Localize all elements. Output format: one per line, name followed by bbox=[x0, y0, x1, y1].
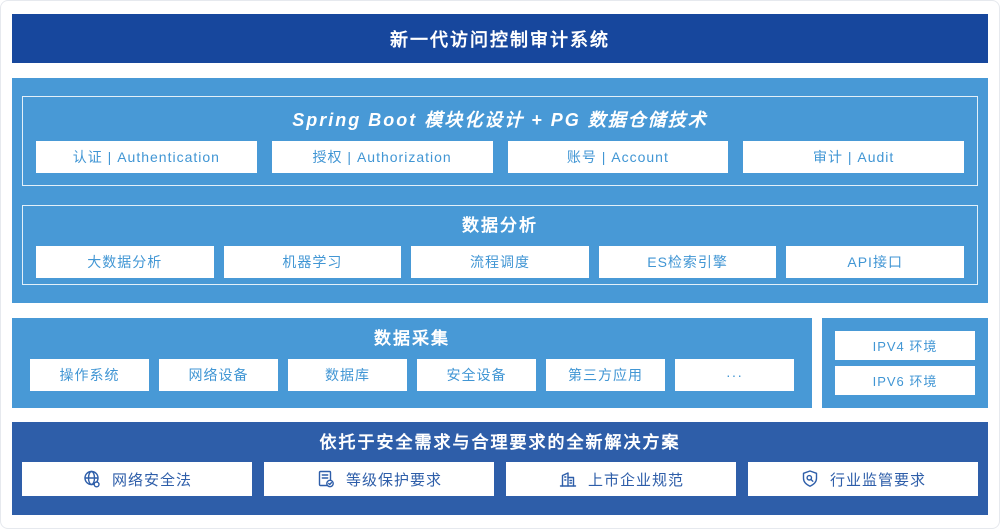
module-account: 账号 | Account bbox=[507, 141, 729, 173]
data-analysis-group: 数据分析 大数据分析 机器学习 流程调度 ES检索引擎 API接口 bbox=[22, 205, 978, 285]
building-icon bbox=[558, 469, 578, 489]
collection-module-row: 操作系统 网络设备 数据库 安全设备 第三方应用 ··· bbox=[30, 359, 794, 391]
ip-environment-section: IPV4 环境 IPV6 环境 bbox=[822, 318, 988, 408]
solution-item-label: 行业监管要求 bbox=[829, 471, 926, 489]
module-audit: 审计 | Audit bbox=[743, 141, 964, 173]
solution-title: 依托于安全需求与合理要求的全新解决方案 bbox=[319, 433, 681, 452]
data-collection-section: 数据采集 操作系统 网络设备 数据库 安全设备 第三方应用 ··· bbox=[12, 318, 812, 408]
solution-cybersecurity-law: 网络安全法 bbox=[22, 462, 252, 496]
solution-listed-company: 上市企业规范 bbox=[506, 462, 736, 496]
springboot-group: Spring Boot 模块化设计 + PG 数据仓储技术 认证 | Authe… bbox=[22, 96, 978, 186]
module-network-device: 网络设备 bbox=[159, 359, 278, 391]
solution-classified-protection: 等级保护要求 bbox=[264, 462, 494, 496]
data-analysis-title: 数据分析 bbox=[462, 216, 538, 235]
springboot-group-title: Spring Boot 模块化设计 + PG 数据仓储技术 bbox=[292, 110, 708, 130]
module-security-device: 安全设备 bbox=[417, 359, 536, 391]
module-flow-scheduling: 流程调度 bbox=[411, 246, 589, 278]
document-check-icon bbox=[316, 469, 336, 489]
module-thirdparty-app: 第三方应用 bbox=[546, 359, 665, 391]
solution-industry-regulation: 行业监管要求 bbox=[748, 462, 978, 496]
module-authorization: 授权 | Authorization bbox=[271, 141, 493, 173]
solution-item-label: 等级保护要求 bbox=[345, 471, 442, 489]
header-banner: 新一代访问控制审计系统 bbox=[12, 14, 988, 63]
shield-search-icon bbox=[800, 469, 820, 489]
solution-item-label: 上市企业规范 bbox=[587, 471, 684, 489]
module-api: API接口 bbox=[786, 246, 964, 278]
module-ellipsis: ··· bbox=[675, 359, 794, 391]
solution-item-label: 网络安全法 bbox=[111, 471, 192, 489]
ipv4-environment: IPV4 环境 bbox=[835, 331, 975, 360]
module-es-search: ES检索引擎 bbox=[598, 246, 777, 278]
ipv6-environment: IPV6 环境 bbox=[835, 366, 975, 395]
platform-module-row: 认证 | Authentication 授权 | Authorization 账… bbox=[36, 141, 964, 173]
data-collection-title: 数据采集 bbox=[374, 329, 450, 348]
page-title: 新一代访问控制审计系统 bbox=[390, 29, 610, 50]
solution-section: 依托于安全需求与合理要求的全新解决方案 网络安全法 bbox=[12, 422, 988, 515]
module-bigdata-analysis: 大数据分析 bbox=[36, 246, 214, 278]
module-machine-learning: 机器学习 bbox=[223, 246, 402, 278]
module-authentication: 认证 | Authentication bbox=[36, 141, 257, 173]
module-database: 数据库 bbox=[288, 359, 407, 391]
analysis-module-row: 大数据分析 机器学习 流程调度 ES检索引擎 API接口 bbox=[36, 246, 964, 278]
platform-section: Spring Boot 模块化设计 + PG 数据仓储技术 认证 | Authe… bbox=[12, 78, 988, 303]
module-os: 操作系统 bbox=[30, 359, 149, 391]
solution-row: 网络安全法 等级保护要求 bbox=[22, 462, 978, 496]
globe-icon bbox=[82, 469, 102, 489]
